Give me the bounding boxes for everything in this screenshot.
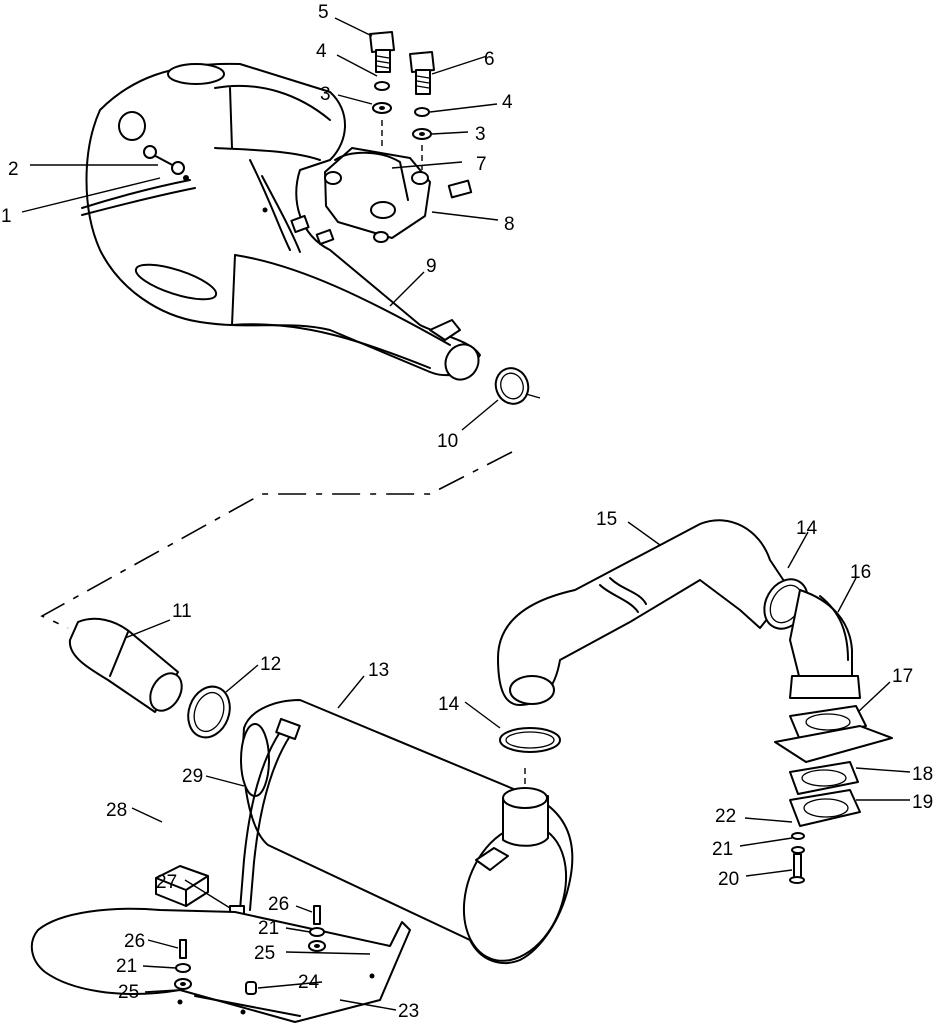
callout-4: 4 [502,92,513,113]
callout-25: 25 [118,982,139,1003]
clamp-10 [494,367,541,405]
flange-gaskets [774,705,893,884]
mounting-bracket [324,147,473,243]
fasteners-lower [174,905,326,995]
coupler-11 [68,617,183,713]
callout-20: 20 [718,869,739,890]
callout-5: 5 [318,2,329,23]
callout-11: 11 [172,601,192,622]
callout-13: 13 [368,660,389,681]
callout-25: 25 [254,943,275,964]
silencer-13 [240,699,574,965]
bolt-5 [369,31,395,73]
callout-1: 1 [1,206,12,227]
callout-6: 6 [484,49,495,70]
callout-12: 12 [260,654,281,675]
bolt-6 [409,51,435,95]
elbow-16 [789,589,861,699]
bracket-23 [30,907,411,1023]
callout-3: 3 [475,124,486,145]
callout-21: 21 [258,918,279,939]
connection-line [40,451,513,629]
washers-upper [372,81,432,170]
callout-24: 24 [298,972,320,993]
clamp-12 [187,685,231,739]
callout-27: 27 [156,872,177,893]
tailpipe-15 [497,519,791,706]
callout-26: 26 [268,894,289,915]
callout-28: 28 [106,800,127,821]
clamp-14-lower [499,727,561,788]
callout-19: 19 [912,792,933,813]
callout-14: 14 [438,694,460,715]
callout-7: 7 [476,154,487,175]
callout-18: 18 [912,764,933,785]
leader-lines [21,17,911,1011]
callout-8: 8 [504,214,515,235]
callout-23: 23 [398,1001,419,1022]
callout-21: 21 [712,839,733,860]
callout-3: 3 [320,84,331,105]
callout-14: 14 [796,518,818,539]
callout-4: 4 [316,41,327,62]
callout-9: 9 [426,256,437,277]
callout-2: 2 [8,159,19,180]
callout-26: 26 [124,931,145,952]
callout-10: 10 [437,431,458,452]
callout-15: 15 [596,509,617,530]
callout-29: 29 [182,766,203,787]
callout-22: 22 [715,806,736,827]
callout-16: 16 [850,562,871,583]
callout-17: 17 [892,666,913,687]
block-28 [155,865,209,907]
callout-21: 21 [116,956,137,977]
expansion-chamber-assembly [81,62,481,381]
